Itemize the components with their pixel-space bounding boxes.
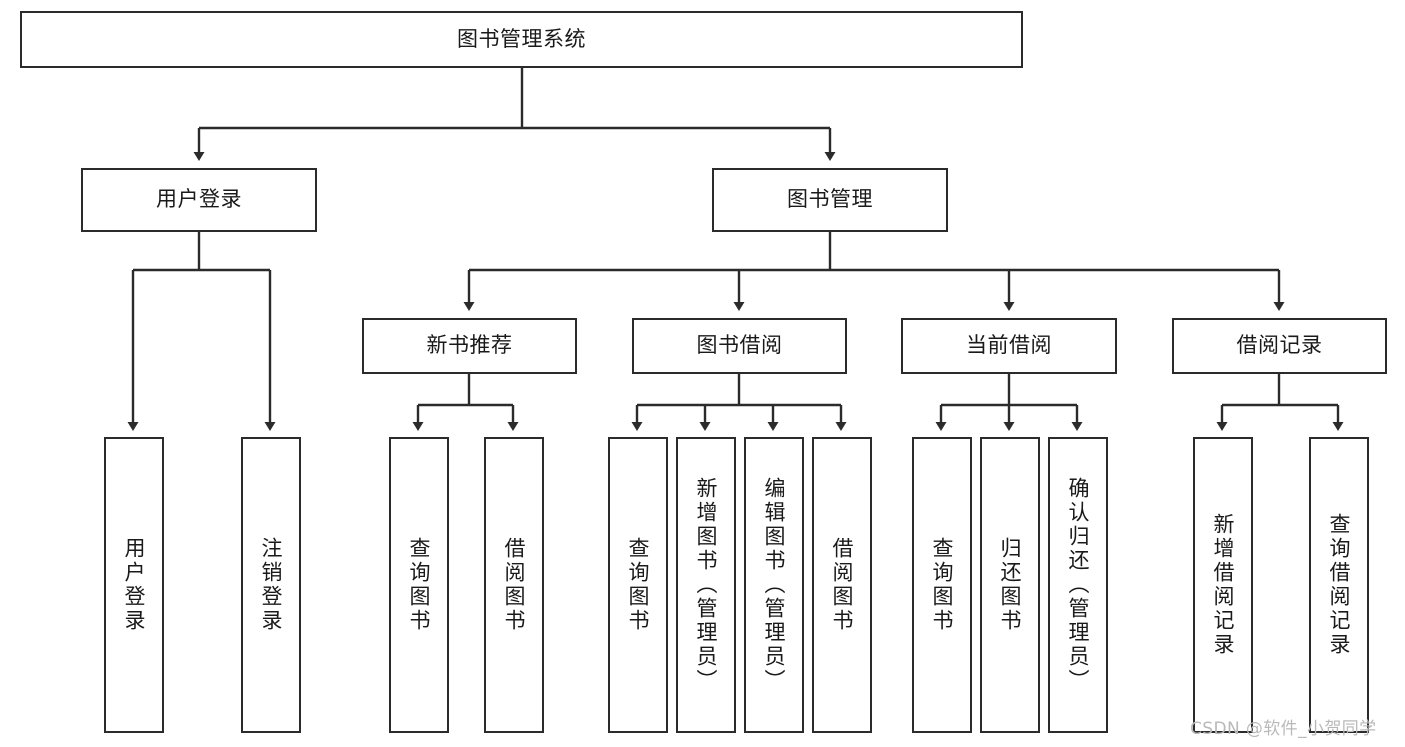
node-leaf-user-login-label: 用户登录: [122, 537, 147, 633]
node-root[interactable]: 图书管理系统: [20, 11, 1023, 68]
node-leaf-edit-book-label: 编辑图书（管理员）: [762, 477, 787, 693]
node-new-book-recommend-label: 新书推荐: [426, 333, 513, 358]
node-leaf-query-record[interactable]: 查询借阅记录: [1309, 437, 1369, 733]
node-current-borrow[interactable]: 当前借阅: [901, 318, 1117, 374]
node-book-management-label: 图书管理: [787, 187, 873, 212]
node-leaf-query-book-2[interactable]: 查询图书: [608, 437, 668, 733]
node-leaf-borrow-book-2-label: 借阅图书: [830, 537, 855, 633]
node-book-borrow-label: 图书借阅: [696, 333, 783, 358]
node-leaf-add-book-label: 新增图书（管理员）: [694, 477, 719, 693]
node-user-login-label: 用户登录: [156, 187, 242, 212]
node-borrow-record[interactable]: 借阅记录: [1172, 318, 1387, 374]
node-leaf-confirm-return[interactable]: 确认归还（管理员）: [1048, 437, 1108, 733]
node-new-book-recommend[interactable]: 新书推荐: [362, 318, 577, 374]
node-borrow-record-label: 借阅记录: [1236, 333, 1323, 358]
node-leaf-borrow-book-2[interactable]: 借阅图书: [812, 437, 872, 733]
node-leaf-confirm-return-label: 确认归还（管理员）: [1066, 477, 1091, 693]
node-book-borrow[interactable]: 图书借阅: [632, 318, 847, 374]
node-leaf-query-book-1[interactable]: 查询图书: [389, 437, 449, 733]
node-user-login[interactable]: 用户登录: [81, 168, 317, 232]
node-leaf-query-book-3[interactable]: 查询图书: [912, 437, 972, 733]
node-leaf-logout-login[interactable]: 注销登录: [241, 437, 301, 733]
node-leaf-add-record-label: 新增借阅记录: [1211, 513, 1236, 657]
node-book-management[interactable]: 图书管理: [712, 168, 948, 232]
node-leaf-user-login[interactable]: 用户登录: [104, 437, 164, 733]
node-leaf-logout-login-label: 注销登录: [259, 537, 284, 633]
node-leaf-borrow-book-1[interactable]: 借阅图书: [484, 437, 544, 733]
node-leaf-borrow-book-1-label: 借阅图书: [502, 537, 527, 633]
node-leaf-query-record-label: 查询借阅记录: [1327, 513, 1352, 657]
node-leaf-return-book-label: 归还图书: [998, 537, 1023, 633]
node-leaf-query-book-1-label: 查询图书: [407, 537, 432, 633]
node-leaf-add-record[interactable]: 新增借阅记录: [1193, 437, 1253, 733]
csdn-watermark: CSDN @软件_小贺同学: [1190, 719, 1377, 739]
node-leaf-query-book-2-label: 查询图书: [626, 537, 651, 633]
node-current-borrow-label: 当前借阅: [966, 333, 1052, 358]
node-root-label: 图书管理系统: [457, 26, 586, 51]
node-leaf-return-book[interactable]: 归还图书: [980, 437, 1040, 733]
node-leaf-edit-book[interactable]: 编辑图书（管理员）: [744, 437, 804, 733]
node-leaf-add-book[interactable]: 新增图书（管理员）: [676, 437, 736, 733]
node-leaf-query-book-3-label: 查询图书: [930, 537, 955, 633]
